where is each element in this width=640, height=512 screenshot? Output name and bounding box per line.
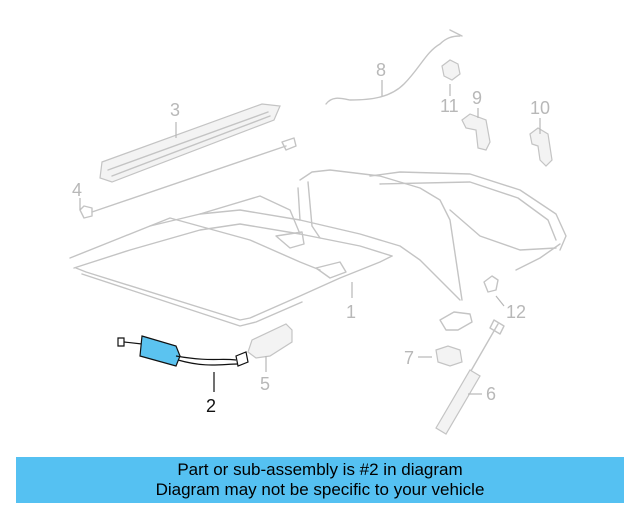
callout-9: 9 [472,88,482,108]
callout-8: 8 [376,60,386,80]
part-1-top-frame [69,169,567,331]
callout-1: 1 [346,302,356,322]
part-12-clip [483,275,499,293]
banner-line-1: Part or sub-assembly is #2 in diagram [177,460,463,479]
part-8-wire-harness [325,29,463,105]
part-9-latch [461,113,491,151]
part-6-gas-strut [435,319,505,435]
leader-12 [495,295,505,307]
info-banner: Part or sub-assembly is #2 in diagram Di… [16,457,624,503]
callout-10: 10 [530,98,550,118]
callout-4: 4 [72,180,82,200]
callout-labels: 1 2 3 4 5 6 7 8 9 10 11 12 [72,60,550,416]
part-5-bracket [247,323,293,359]
part-7-block [435,345,463,367]
callout-6: 6 [486,384,496,404]
callout-12: 12 [506,302,526,322]
callout-2: 2 [206,396,216,416]
parts-diagram: 1 2 3 4 5 6 7 8 9 10 11 12 [69,29,567,435]
part-10-latch [529,127,553,167]
callout-7: 7 [404,348,414,368]
part-4-clip [79,137,297,219]
part-3-trim-strip [99,103,281,183]
callout-3: 3 [170,100,180,120]
banner-line-2: Diagram may not be specific to your vehi… [155,480,485,499]
part-2-hydraulic-pump[interactable] [117,335,249,367]
part-11-bracket [441,59,461,81]
callout-leaders [79,80,541,395]
callout-5: 5 [260,374,270,394]
callout-11: 11 [440,96,459,116]
